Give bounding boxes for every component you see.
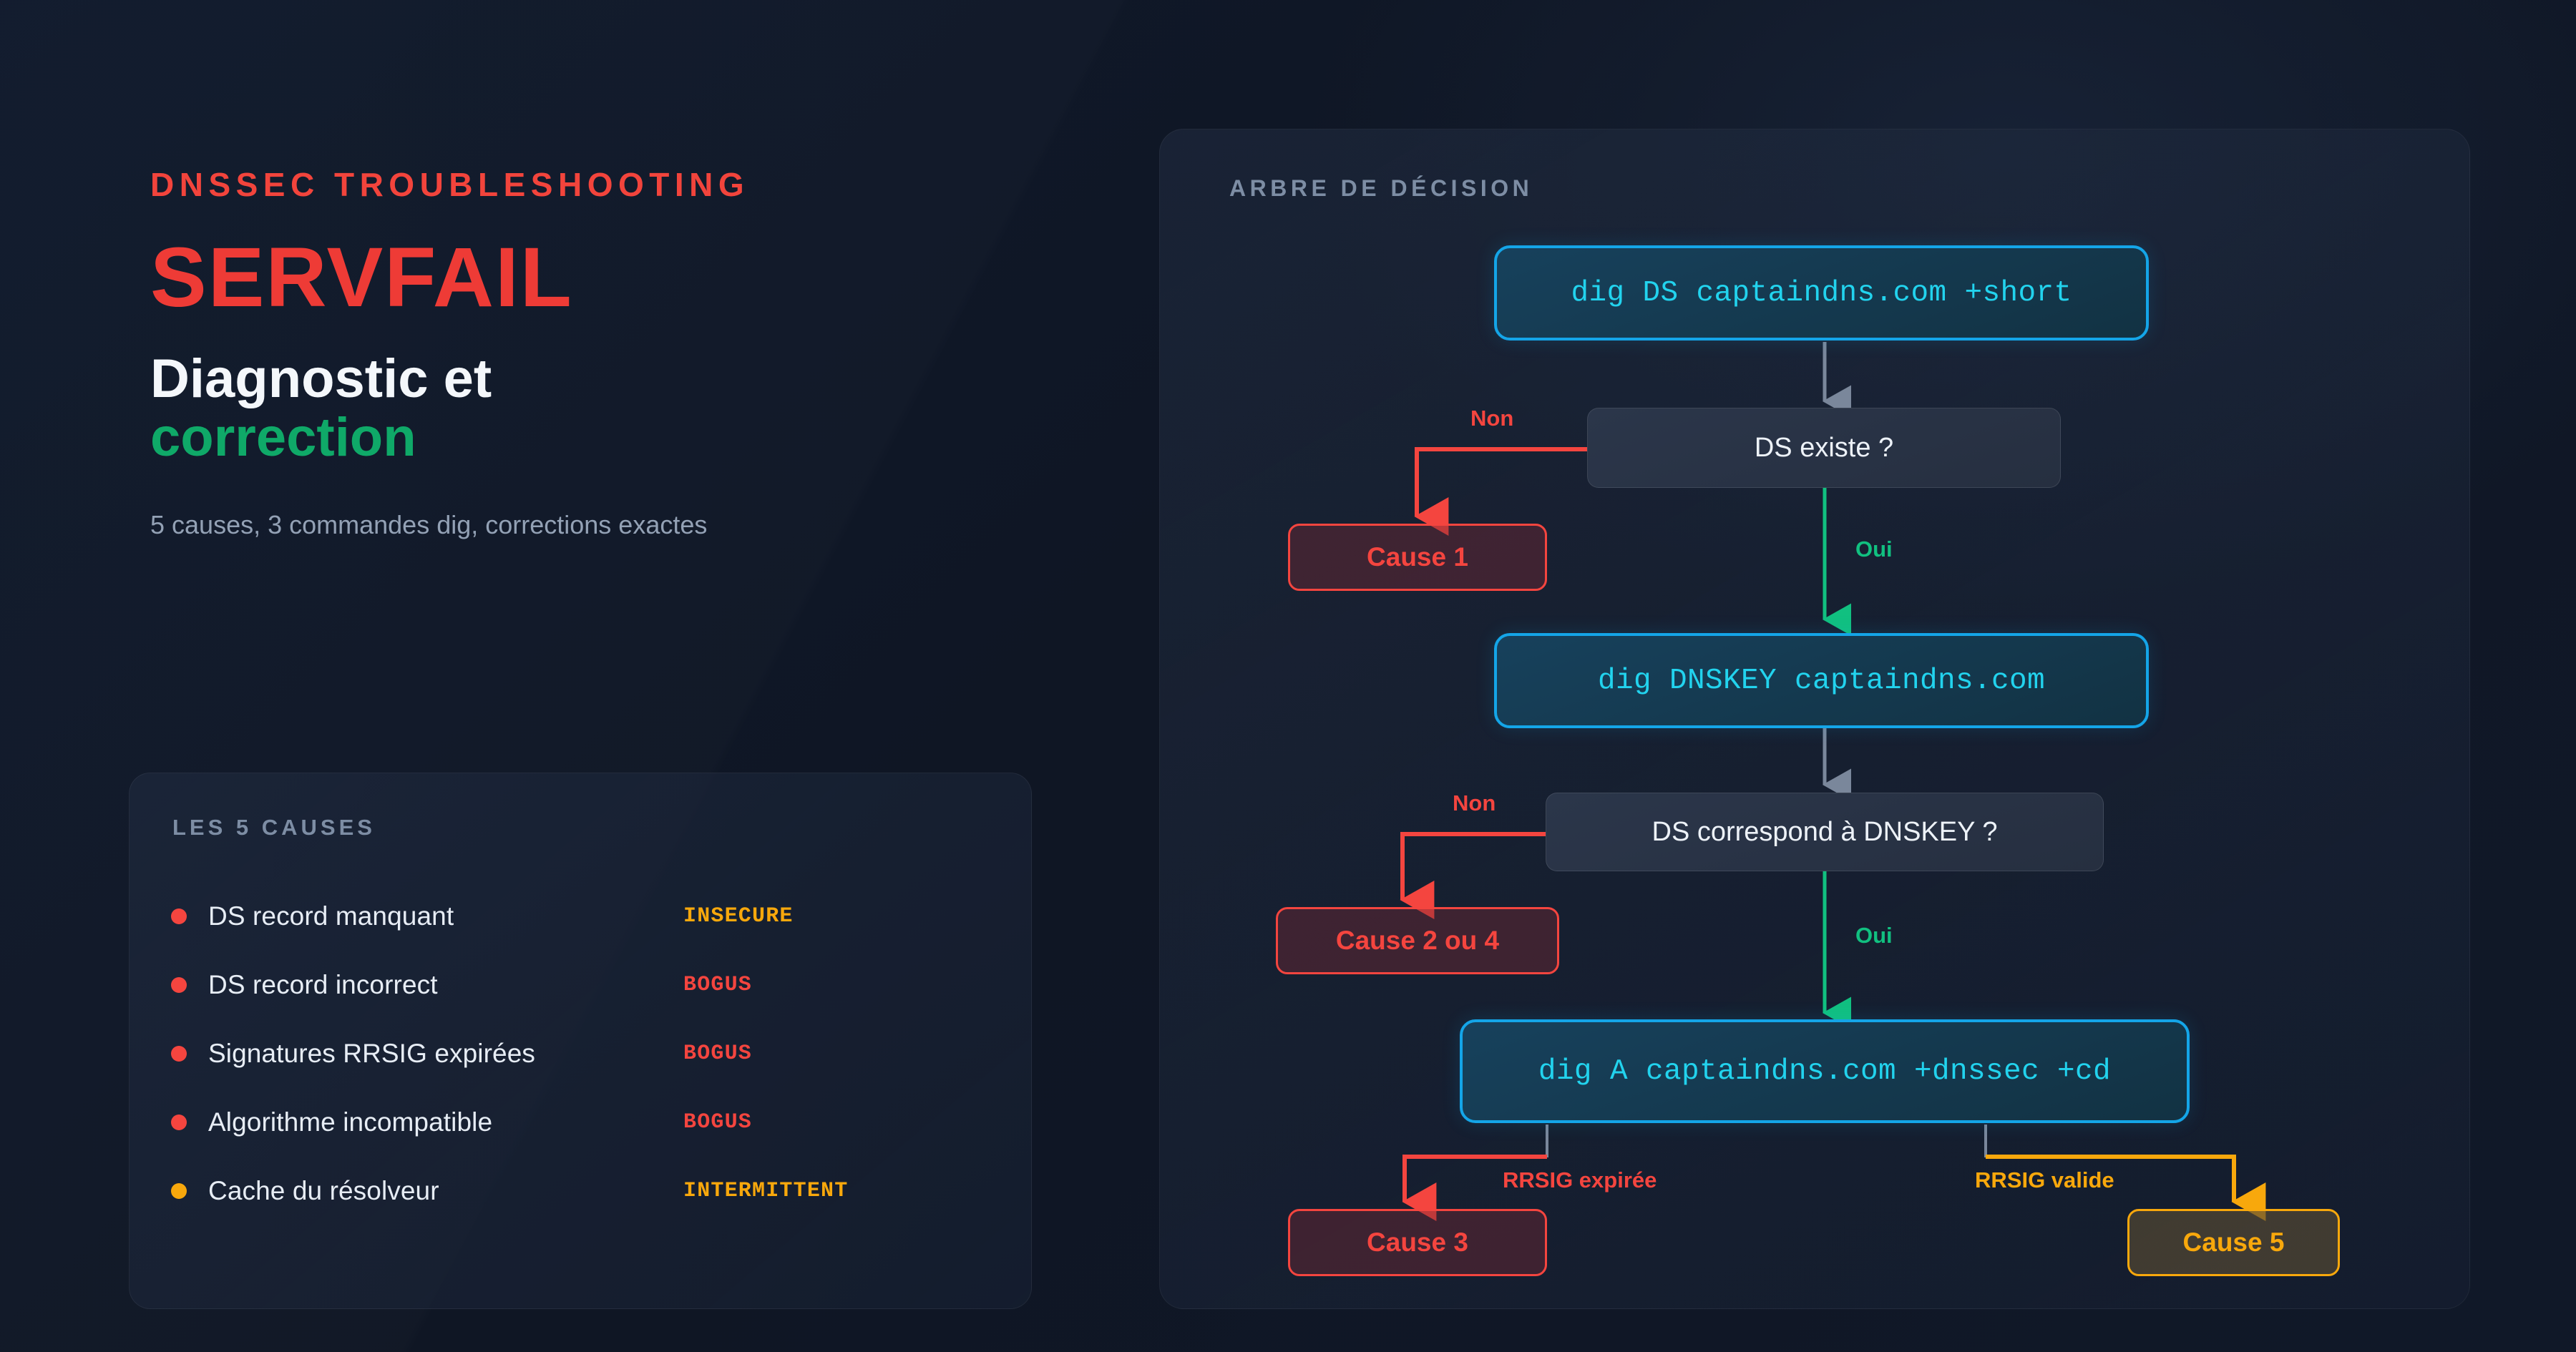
cause-label: DS record incorrect [208, 970, 438, 999]
edge-label-rrsig-expired: RRSIG expirée [1503, 1167, 1657, 1192]
decision-text: DS existe ? [1754, 432, 1894, 463]
command-text: dig DS captaindns.com +short [1571, 276, 2072, 310]
hero-block: DNSSEC TROUBLESHOOTING SERVFAIL Diagnost… [150, 168, 1052, 542]
status-dot-icon [171, 1115, 187, 1130]
causes-list: DS record manquant INSECURE DS record in… [171, 882, 991, 1225]
decision-tree-title: ARBRE DE DÉCISION [1229, 175, 1533, 201]
list-item: Signatures RRSIG expirées BOGUS [171, 1019, 991, 1088]
edge-label-q2-yes: Oui [1855, 923, 1893, 948]
command-text: dig A captaindns.com +dnssec +cd [1538, 1054, 2112, 1088]
outcome-node-cause-5[interactable]: Cause 5 [2127, 1209, 2340, 1276]
outcome-text: Cause 2 ou 4 [1335, 926, 1500, 955]
causes-card: LES 5 CAUSES DS record manquant INSECURE… [129, 773, 1032, 1309]
status-badge: INTERMITTENT [683, 1179, 849, 1203]
outcome-text: Cause 1 [1367, 542, 1468, 572]
status-dot-icon [171, 977, 187, 993]
status-badge: INSECURE [683, 904, 794, 929]
edge-label-rrsig-valid: RRSIG valide [1975, 1167, 2114, 1192]
outcome-node-cause-3[interactable]: Cause 3 [1288, 1209, 1547, 1276]
status-dot-icon [171, 1046, 187, 1062]
edge-label-q1-yes: Oui [1855, 537, 1893, 562]
causes-card-title: LES 5 CAUSES [172, 815, 376, 840]
command-node-dig-a-dnssec[interactable]: dig A captaindns.com +dnssec +cd [1460, 1019, 2190, 1123]
decision-node-ds-exists[interactable]: DS existe ? [1587, 408, 2061, 488]
cause-label: Cache du résolveur [208, 1176, 439, 1205]
outcome-node-cause-2-or-4[interactable]: Cause 2 ou 4 [1276, 907, 1559, 974]
decision-text: DS correspond à DNSKEY ? [1652, 816, 1998, 847]
edge-label-q1-no: Non [1470, 406, 1514, 431]
cause-label: Signatures RRSIG expirées [208, 1039, 535, 1068]
command-node-dig-ds[interactable]: dig DS captaindns.com +short [1494, 245, 2149, 341]
status-badge: BOGUS [683, 1110, 753, 1135]
cause-label: Algorithme incompatible [208, 1107, 493, 1137]
outcome-node-cause-1[interactable]: Cause 1 [1288, 524, 1547, 591]
hero-tagline: 5 causes, 3 commandes dig, corrections e… [150, 510, 708, 540]
edge-label-q2-no: Non [1453, 790, 1496, 815]
hero-title-servfail: SERVFAIL [150, 230, 573, 325]
list-item: Algorithme incompatible BOGUS [171, 1088, 991, 1157]
decision-node-ds-matches-dnskey[interactable]: DS correspond à DNSKEY ? [1546, 793, 2104, 871]
list-item: DS record manquant INSECURE [171, 882, 991, 951]
command-node-dig-dnskey[interactable]: dig DNSKEY captaindns.com [1494, 633, 2149, 728]
hero-subtitle-line1: Diagnostic et [150, 348, 492, 409]
status-badge: BOGUS [683, 973, 753, 997]
cause-label: DS record manquant [208, 901, 454, 931]
outcome-text: Cause 3 [1367, 1228, 1468, 1257]
hero-subtitle-line2: correction [150, 407, 416, 469]
status-dot-icon [171, 1183, 187, 1199]
status-badge: BOGUS [683, 1042, 753, 1066]
list-item: Cache du résolveur INTERMITTENT [171, 1157, 991, 1225]
outcome-text: Cause 5 [2182, 1228, 2285, 1257]
command-text: dig DNSKEY captaindns.com [1597, 664, 2046, 697]
status-dot-icon [171, 908, 187, 924]
hero-eyebrow: DNSSEC TROUBLESHOOTING [150, 166, 750, 203]
list-item: DS record incorrect BOGUS [171, 951, 991, 1019]
